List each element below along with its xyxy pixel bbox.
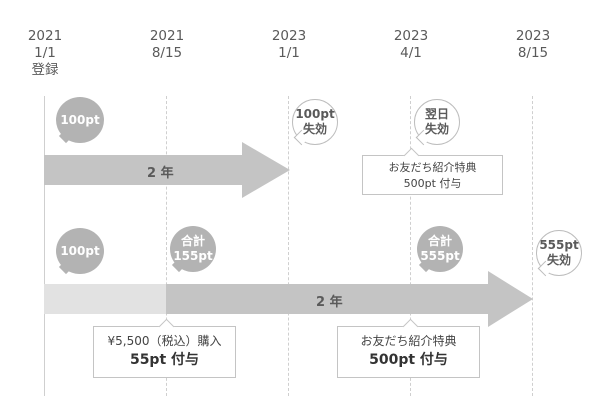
column-year: 2023 — [515, 28, 551, 44]
column-date: 8/15 — [517, 45, 549, 61]
timeline-guide-line — [288, 96, 289, 396]
row1-expire-bubble: 100pt 失効 — [292, 99, 338, 146]
row2-arrow-label: 2 年 — [316, 295, 343, 310]
column-year: 2021 — [27, 28, 63, 44]
bubble-text: 翌日 — [424, 107, 449, 121]
column-label-5: 2023 8/15 — [493, 28, 573, 62]
row1-start-points-bubble: 100pt — [56, 97, 104, 144]
column-label-4: 2023 4/1 — [371, 28, 451, 62]
timeline-guide-line — [44, 96, 45, 396]
column-note: 登録 — [31, 62, 59, 78]
bubble-text: 555pt — [539, 238, 579, 252]
timeline-guide-line — [410, 96, 411, 396]
row1-arrow-label: 2 年 — [147, 166, 174, 181]
row1-referral-callout: お友だち紹介特典 500pt 付与 — [362, 147, 503, 195]
bubble-text: 合計 — [427, 234, 452, 248]
row2-arrow-light-segment — [44, 284, 166, 314]
bubble-text: 合計 — [180, 234, 205, 248]
row2-referral-callout: お友だち紹介特典 500pt 付与 — [337, 318, 480, 378]
column-year: 2023 — [271, 28, 307, 44]
column-date: 8/15 — [151, 45, 183, 61]
column-date: 1/1 — [34, 45, 56, 61]
row2-start-points-bubble: 100pt — [56, 228, 104, 275]
column-date: 4/1 — [400, 45, 422, 61]
row2-total-155-bubble: 合計 155pt — [170, 226, 216, 273]
timeline-guide-line — [532, 96, 533, 396]
bubble-text: 失効 — [302, 122, 327, 136]
bubble-text: 100pt — [295, 107, 335, 121]
column-year: 2023 — [393, 28, 429, 44]
callout-line: 500pt 付与 — [403, 177, 462, 190]
row1-arrow — [44, 142, 290, 198]
column-label-1: 2021 1/1 登録 — [5, 28, 85, 79]
callout-line: お友だち紹介特典 — [388, 161, 477, 174]
bubble-text: 100pt — [60, 112, 100, 127]
column-label-3: 2023 1/1 — [249, 28, 329, 62]
callout-line: 500pt 付与 — [369, 352, 448, 368]
callout-line: 55pt 付与 — [129, 352, 200, 368]
bubble-text: 155pt — [173, 249, 213, 263]
timeline-guide-line — [166, 96, 167, 396]
row2-expire-bubble: 555pt 失効 — [536, 230, 582, 277]
callout-line: ¥5,500（税込）購入 — [107, 334, 222, 348]
column-date: 1/1 — [278, 45, 300, 61]
column-label-2: 2021 8/15 — [127, 28, 207, 62]
bubble-text: 100pt — [60, 243, 100, 258]
column-year: 2021 — [149, 28, 185, 44]
callout-line: お友だち紹介特典 — [360, 334, 457, 348]
bubble-text: 失効 — [424, 122, 449, 136]
bubble-text: 失効 — [546, 253, 571, 267]
row2-purchase-callout: ¥5,500（税込）購入 55pt 付与 — [93, 318, 236, 378]
row1-nextday-expire-bubble: 翌日 失効 — [414, 99, 460, 146]
row2-total-555-bubble: 合計 555pt — [417, 226, 463, 273]
bubble-text: 555pt — [420, 249, 460, 263]
row2-arrow — [166, 271, 533, 327]
